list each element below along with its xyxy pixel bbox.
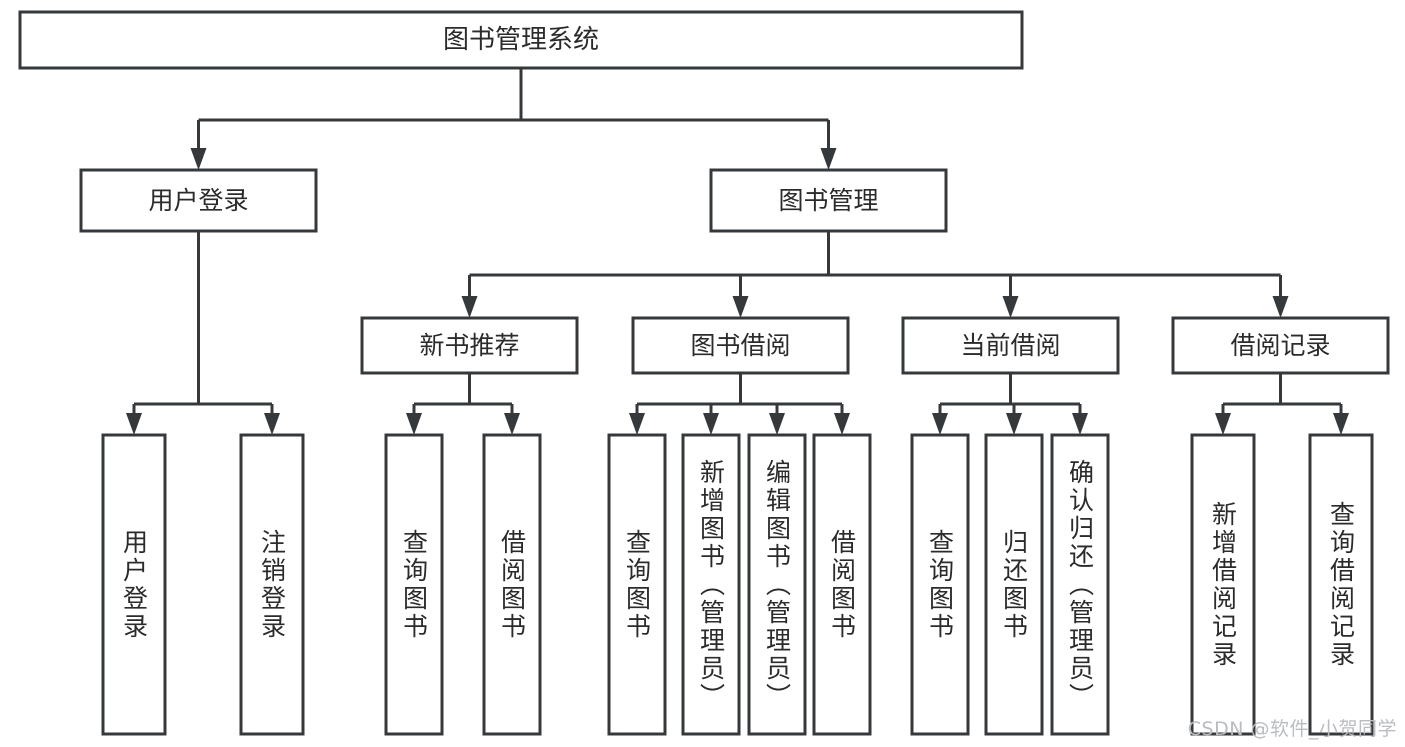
- watermark-text: CSDN @软件_小贺同学: [1187, 718, 1397, 740]
- leaf-node-leaf-borrow-book-2[interactable]: [812, 433, 872, 736]
- current-borrow-to-leaves-branch-2-arrowhead: [1072, 413, 1088, 435]
- book-borrow-to-leaves-branch-2-arrowhead: [769, 413, 785, 435]
- node-current-borrow[interactable]: 当前借阅: [901, 316, 1120, 375]
- leaf-node-leaf-query-record[interactable]: [1308, 433, 1374, 736]
- book-management-to-level2-branch-1-arrowhead: [732, 296, 749, 318]
- new-book-recommend-to-leaves-branch-1-arrowhead: [504, 413, 520, 435]
- leaf-node-leaf-query-book-1[interactable]: [384, 433, 444, 736]
- node-book-management[interactable]: 图书管理: [709, 168, 948, 233]
- borrow-record-to-leaves-branch-0-arrowhead: [1215, 413, 1231, 435]
- node-user-login-label: 用户登录: [148, 186, 248, 215]
- leaf-node-leaf-add-record[interactable]: [1190, 433, 1256, 736]
- leaf-node-leaf-logout[interactable]: [239, 433, 305, 736]
- root-to-level1-branch-0-arrowhead: [190, 148, 207, 170]
- node-new-book-recommend-label: 新书推荐: [419, 331, 519, 360]
- user-login-to-leaves-branch-0-arrowhead: [126, 413, 142, 435]
- leaf-node-leaf-edit-book[interactable]: [747, 433, 807, 736]
- node-book-borrow-label: 图书借阅: [690, 331, 790, 360]
- leaf-node-leaf-confirm-return[interactable]: [1050, 433, 1110, 736]
- book-borrow-to-leaves-branch-1-arrowhead: [703, 413, 719, 435]
- node-book-management-label: 图书管理: [778, 186, 878, 215]
- node-borrow-record-label: 借阅记录: [1230, 331, 1330, 360]
- node-root[interactable]: 图书管理系统: [18, 10, 1024, 70]
- borrow-record-to-leaves-branch-1-arrowhead: [1333, 413, 1349, 435]
- root-to-level1-branch-1-arrowhead: [820, 148, 837, 170]
- current-borrow-to-leaves-branch-0-arrowhead: [932, 413, 948, 435]
- book-borrow-to-leaves-branch-0-arrowhead: [629, 413, 645, 435]
- leaf-node-leaf-borrow-book-1[interactable]: [482, 433, 542, 736]
- leaf-node-leaf-user-login[interactable]: [101, 433, 167, 736]
- leaf-node-leaf-query-book-3[interactable]: [910, 433, 970, 736]
- user-login-to-leaves-branch-1-arrowhead: [264, 413, 280, 435]
- book-borrow-to-leaves-branch-3-arrowhead: [834, 413, 850, 435]
- leaf-node-leaf-query-book-2[interactable]: [607, 433, 667, 736]
- book-management-to-level2-branch-0-arrowhead: [461, 296, 478, 318]
- node-root-label: 图书管理系统: [443, 25, 599, 55]
- node-borrow-record[interactable]: 借阅记录: [1171, 316, 1390, 375]
- node-book-borrow[interactable]: 图书借阅: [631, 316, 850, 375]
- current-borrow-to-leaves-branch-1-arrowhead: [1006, 413, 1022, 435]
- node-current-borrow-label: 当前借阅: [960, 331, 1060, 360]
- new-book-recommend-to-leaves-branch-0-arrowhead: [406, 413, 422, 435]
- book-management-to-level2-branch-2-arrowhead: [1002, 296, 1019, 318]
- node-user-login[interactable]: 用户登录: [79, 168, 318, 233]
- leaf-node-leaf-add-book[interactable]: [681, 433, 741, 736]
- connector-layer: [126, 68, 1349, 435]
- node-new-book-recommend[interactable]: 新书推荐: [360, 316, 579, 375]
- leaf-node-leaf-return-book[interactable]: [984, 433, 1044, 736]
- book-management-to-level2-branch-3-arrowhead: [1272, 296, 1289, 318]
